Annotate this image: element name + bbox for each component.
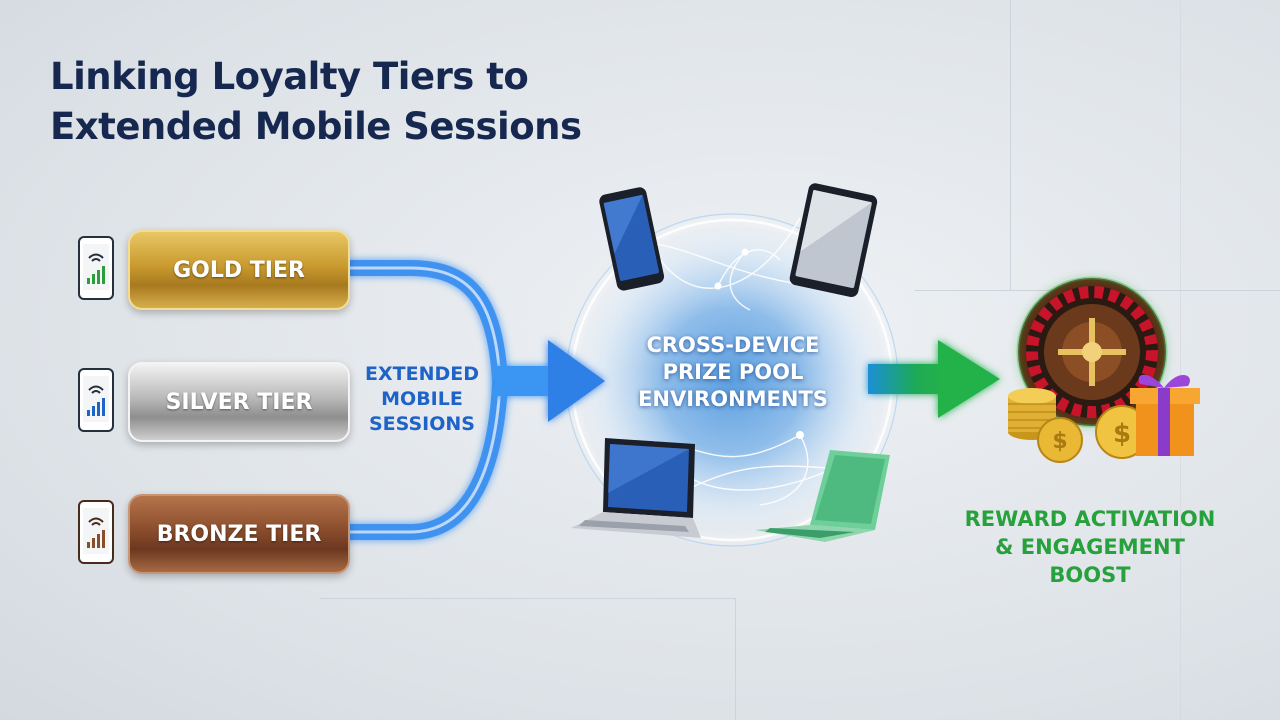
pool-line-3: ENVIRONMENTS bbox=[638, 387, 828, 411]
reward-arrow bbox=[868, 340, 1000, 418]
silver-tier-badge: SILVER TIER bbox=[128, 362, 350, 442]
pool-line-2: PRIZE POOL bbox=[662, 360, 804, 384]
sessions-arrow bbox=[495, 340, 605, 422]
svg-text:$: $ bbox=[1052, 429, 1067, 454]
coin-stack-icon: $ $ bbox=[1008, 388, 1149, 463]
smartphone-icon bbox=[599, 187, 665, 291]
title-line-1: Linking Loyalty Tiers to bbox=[50, 55, 529, 98]
reward-line-3: BOOST bbox=[1049, 563, 1131, 587]
mobile-signal-icon bbox=[78, 236, 114, 300]
gold-tier-label: GOLD TIER bbox=[173, 257, 305, 283]
page-title: Linking Loyalty Tiers to Extended Mobile… bbox=[50, 52, 670, 152]
reward-line-2: & ENGAGEMENT bbox=[995, 535, 1185, 559]
grid-line bbox=[735, 598, 736, 720]
sessions-line-3: SESSIONS bbox=[369, 413, 475, 435]
laptop-icon bbox=[755, 450, 890, 542]
svg-text:$: $ bbox=[1113, 419, 1131, 449]
title-line-2: Extended Mobile Sessions bbox=[50, 105, 582, 148]
tablet-icon bbox=[789, 183, 878, 297]
gold-tier-badge: GOLD TIER bbox=[128, 230, 350, 310]
grid-line bbox=[1010, 0, 1011, 290]
silver-tier-label: SILVER TIER bbox=[165, 389, 313, 415]
prize-pool-label: CROSS-DEVICE PRIZE POOL ENVIRONMENTS bbox=[628, 332, 838, 413]
sessions-line-1: EXTENDED bbox=[365, 363, 479, 385]
bronze-tier-label: BRONZE TIER bbox=[156, 521, 322, 547]
pool-line-1: CROSS-DEVICE bbox=[646, 333, 820, 357]
sessions-line-2: MOBILE bbox=[381, 388, 463, 410]
session-flow-lines bbox=[338, 260, 508, 540]
gift-box-icon bbox=[1130, 374, 1200, 456]
extended-sessions-label: EXTENDED MOBILE SESSIONS bbox=[352, 362, 492, 437]
bronze-tier-badge: BRONZE TIER bbox=[128, 494, 350, 574]
roulette-wheel-icon bbox=[1016, 276, 1168, 428]
grid-line bbox=[1180, 0, 1181, 720]
mobile-signal-icon bbox=[78, 500, 114, 564]
mobile-signal-icon bbox=[78, 368, 114, 432]
laptop-icon bbox=[571, 438, 701, 538]
reward-label: REWARD ACTIVATION & ENGAGEMENT BOOST bbox=[940, 505, 1240, 589]
grid-line bbox=[320, 598, 735, 599]
reward-line-1: REWARD ACTIVATION bbox=[964, 507, 1216, 531]
